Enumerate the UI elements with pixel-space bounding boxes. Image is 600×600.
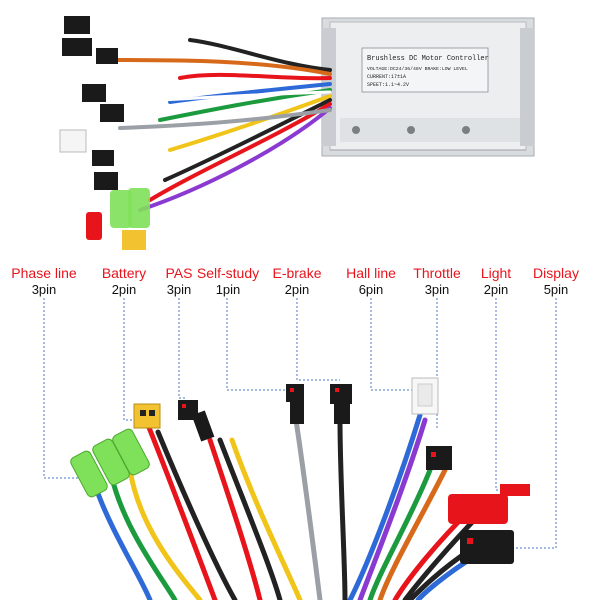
top-wire-bundle	[98, 38, 332, 212]
hall-line-connector	[411, 377, 439, 415]
throttle-name: Throttle	[413, 265, 461, 281]
bottom-wire-bundle	[92, 412, 483, 600]
plate-voltage: VOLTAGE:DC24/36/48V BRAKE:LOW LEVEL	[367, 66, 468, 72]
battery-connector	[133, 403, 161, 429]
label-hall-line: Hall line 6pin	[338, 266, 404, 296]
self-study-connector	[286, 384, 304, 424]
label-phase-line: Phase line 3pin	[8, 266, 80, 296]
screws	[352, 126, 470, 134]
throttle-pins: 3pin	[424, 282, 450, 297]
battery-pins: 2pin	[111, 282, 137, 297]
hall-line-name: Hall line	[346, 265, 396, 281]
display-name: Display	[533, 265, 579, 281]
display-pins: 5pin	[543, 282, 569, 297]
e-brake-pins: 2pin	[284, 282, 310, 297]
e-brake-connector	[330, 384, 352, 424]
label-throttle: Throttle 3pin	[406, 266, 468, 296]
pas-connector	[178, 400, 215, 442]
label-e-brake: E-brake 2pin	[268, 266, 326, 296]
phase-line-pins: 3pin	[31, 282, 57, 297]
self-study-name: Self-study	[196, 265, 260, 281]
phase-line-connectors	[70, 428, 150, 498]
plate-current: CURRENT:17±1A	[367, 74, 406, 80]
pas-name: PAS	[165, 265, 193, 281]
light-connector	[448, 484, 530, 524]
light-pins: 2pin	[483, 282, 509, 297]
e-brake-name: E-brake	[272, 265, 322, 281]
self-study-pins: 1pin	[215, 282, 241, 297]
plate-title: Brushless DC Motor Controller	[367, 55, 489, 63]
label-pas: PAS 3pin	[158, 266, 200, 296]
battery-name: Battery	[101, 265, 147, 281]
hall-line-pins: 6pin	[358, 282, 384, 297]
controller-box: Brushless DC Motor Controller VOLTAGE:DC…	[321, 17, 535, 157]
label-self-study: Self-study 1pin	[195, 266, 261, 296]
throttle-connector	[426, 446, 452, 470]
label-plate: Brushless DC Motor Controller VOLTAGE:DC…	[361, 47, 489, 93]
phase-line-name: Phase line	[11, 265, 77, 281]
light-name: Light	[480, 265, 512, 281]
label-display: Display 5pin	[526, 266, 586, 296]
pas-pins: 3pin	[166, 282, 192, 297]
plate-speed: SPEET:1.1~4.2V	[367, 82, 409, 88]
label-light: Light 2pin	[472, 266, 520, 296]
label-battery: Battery 2pin	[94, 266, 154, 296]
display-connector	[460, 530, 514, 564]
top-connectors	[59, 16, 150, 250]
